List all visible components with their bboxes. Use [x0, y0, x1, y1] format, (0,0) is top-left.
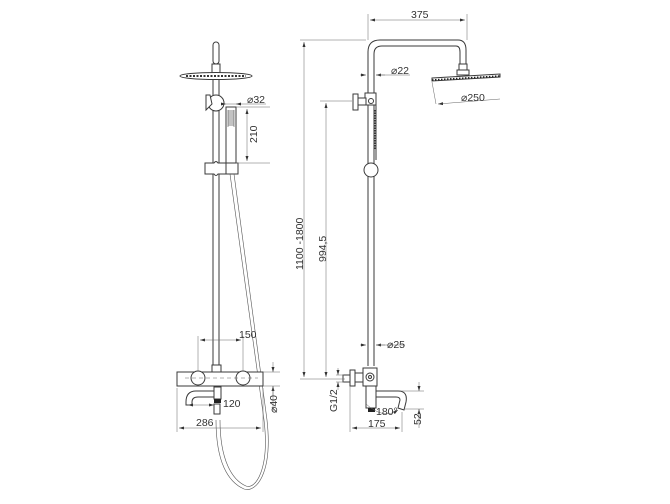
shower-hose [215, 173, 269, 490]
label-diverter-height: 994,5 [317, 236, 329, 262]
hand-shower [225, 106, 237, 165]
dim-overhead-shower-diameter: ⌀250 [431, 81, 501, 106]
dim-diverter-height: 994,5 [317, 100, 352, 377]
riser-pipe [212, 80, 220, 372]
dim-hand-shower-diameter: ⌀32 [221, 94, 266, 106]
label-riser-diameter: ⌀25 [387, 339, 405, 351]
dim-arm-tube-diameter: ⌀22 [360, 65, 410, 77]
dim-mixer-width: 286 [176, 388, 264, 432]
dim-spout-length: 120 [188, 398, 241, 410]
label-connection-thread: G1/2 [328, 389, 340, 412]
mixer-side: 180° [342, 367, 407, 418]
dim-mixer-body-diameter: ⌀40 [263, 362, 280, 413]
overhead-shower-head-side [431, 73, 501, 82]
label-hand-shower-diameter: ⌀32 [247, 94, 265, 106]
label-arm-tube-diameter: ⌀22 [391, 65, 409, 77]
diverter-knob [205, 94, 225, 112]
dim-arm-reach: 375 [367, 9, 468, 40]
overhead-shower-head [179, 72, 253, 80]
riser-pipe-side [367, 90, 375, 366]
label-arm-reach: 375 [411, 9, 429, 21]
label-overhead-shower-diameter: ⌀250 [461, 92, 485, 104]
label-mixer-body-diameter: ⌀40 [268, 395, 280, 413]
slider-knob-side [363, 162, 379, 178]
dim-connection-thread: G1/2 [328, 368, 344, 412]
dim-spout-height: 52 [400, 382, 424, 428]
label-spout-height: 52 [412, 413, 424, 425]
slider-holder [204, 161, 239, 176]
dim-hand-shower-length: 210 [236, 106, 270, 164]
bath-spout [185, 386, 222, 415]
label-total-height: 1100 -1800 [294, 217, 306, 270]
label-spout-rotation: 180° [376, 406, 398, 418]
hand-shower-side [374, 104, 377, 160]
dim-mixer-depth: 175 [349, 386, 403, 432]
front-view: ⌀32 210 150 120 286 [176, 41, 280, 490]
dim-total-height: 1100 -1800 [294, 39, 366, 380]
label-mixer-depth: 175 [368, 418, 386, 430]
thermostatic-mixer [176, 364, 264, 387]
shower-arm [367, 39, 467, 90]
label-hand-shower-length: 210 [248, 125, 260, 143]
dim-riser-diameter: ⌀25 [360, 339, 405, 351]
dim-mixer-center-distance: 150 [197, 329, 257, 371]
overhead-connector [211, 41, 221, 74]
label-spout-length: 120 [223, 398, 241, 410]
side-view: 180° 375 ⌀22 ⌀250 1100 -1800 [294, 9, 501, 432]
diverter-side [352, 92, 377, 111]
overhead-connector-side [456, 63, 470, 76]
label-mixer-width: 286 [196, 417, 214, 429]
label-mixer-center-distance: 150 [239, 329, 257, 341]
